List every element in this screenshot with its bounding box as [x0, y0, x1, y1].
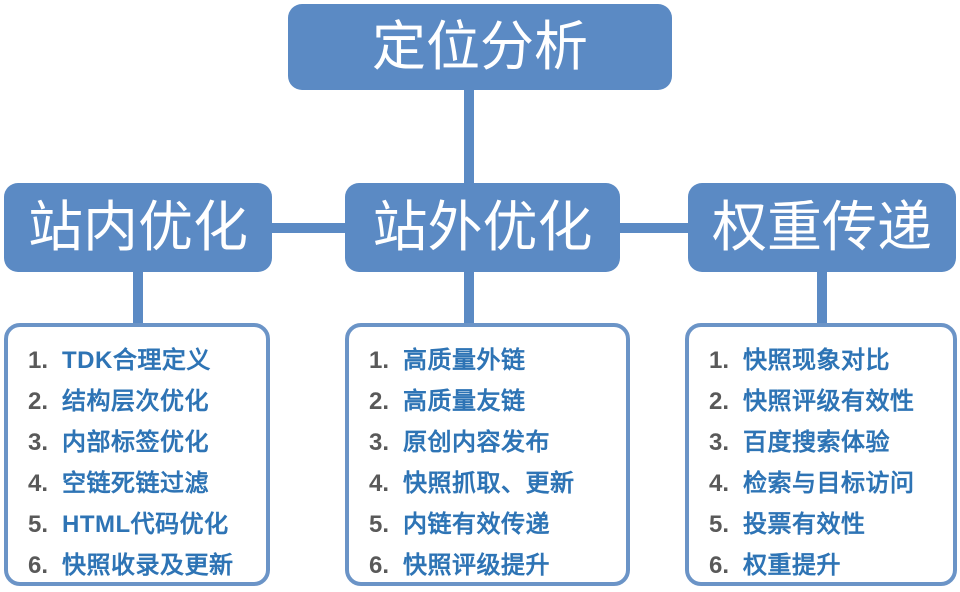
onsite-optimization-list: 1. TDK合理定义 2. 结构层次优化 3. 内部标签优化 4. 空链死链过滤…: [4, 323, 270, 586]
weight-transfer-list: 1. 快照现象对比 2. 快照评级有效性 3. 百度搜索体验 4. 检索与目标访…: [685, 323, 957, 586]
list-item: 2. 高质量友链: [369, 381, 622, 422]
item-text: 原创内容发布: [403, 429, 550, 456]
list-item: 6. 快照收录及更新: [28, 545, 262, 586]
item-text: 内部标签优化: [62, 429, 209, 456]
item-number: 2.: [28, 388, 49, 415]
item-number: 4.: [709, 470, 730, 497]
list-item: 2. 结构层次优化: [28, 381, 262, 422]
list-item: 1. 高质量外链: [369, 340, 622, 381]
list-item: 2. 快照评级有效性: [709, 381, 949, 422]
list-item: 3. 内部标签优化: [28, 422, 262, 463]
item-text: 权重提升: [743, 552, 841, 579]
branch-node-label: 站内优化: [27, 196, 248, 258]
item-text: 快照抓取、更新: [403, 470, 575, 497]
branch-node-onsite-optimization: 站内优化: [4, 183, 272, 272]
item-text: 快照评级提升: [403, 552, 550, 579]
item-number: 2.: [369, 388, 390, 415]
list-item: 3. 原创内容发布: [369, 422, 622, 463]
item-text: 高质量外链: [403, 347, 526, 374]
item-number: 1.: [709, 347, 730, 374]
connector-root-to-offsite: [464, 88, 474, 186]
item-number: 5.: [709, 511, 730, 538]
item-number: 3.: [28, 429, 49, 456]
item-number: 1.: [369, 347, 390, 374]
connector-weight-to-list: [817, 269, 827, 325]
connector-onsite-to-offsite: [268, 223, 348, 233]
item-text: 快照评级有效性: [743, 388, 915, 415]
connector-onsite-to-list: [133, 269, 143, 325]
item-text: 内链有效传递: [403, 511, 550, 538]
item-number: 5.: [28, 511, 49, 538]
offsite-optimization-list: 1. 高质量外链 2. 高质量友链 3. 原创内容发布 4. 快照抓取、更新 5…: [345, 323, 630, 586]
list-item: 1. TDK合理定义: [28, 340, 262, 381]
list-item: 6. 权重提升: [709, 545, 949, 586]
item-text: 结构层次优化: [62, 388, 209, 415]
branch-node-label: 权重传递: [711, 196, 932, 258]
item-number: 3.: [369, 429, 390, 456]
list-item: 4. 快照抓取、更新: [369, 463, 622, 504]
root-node-label: 定位分析: [372, 17, 588, 77]
item-text: 快照收录及更新: [62, 552, 234, 579]
connector-offsite-to-list: [464, 269, 474, 325]
root-node-positioning-analysis: 定位分析: [288, 4, 672, 90]
item-number: 2.: [709, 388, 730, 415]
item-text: 高质量友链: [403, 388, 526, 415]
list-item: 3. 百度搜索体验: [709, 422, 949, 463]
item-text: 快照现象对比: [743, 347, 890, 374]
branch-node-offsite-optimization: 站外优化: [345, 183, 620, 272]
item-number: 6.: [369, 552, 390, 579]
item-text: 百度搜索体验: [743, 429, 890, 456]
list-item: 5. 投票有效性: [709, 504, 949, 545]
list-item: 1. 快照现象对比: [709, 340, 949, 381]
item-number: 4.: [369, 470, 390, 497]
list-item: 6. 快照评级提升: [369, 545, 622, 586]
item-number: 5.: [369, 511, 390, 538]
item-number: 4.: [28, 470, 49, 497]
connector-offsite-to-weight: [617, 223, 691, 233]
item-text: TDK合理定义: [62, 347, 211, 374]
item-number: 3.: [709, 429, 730, 456]
branch-node-label: 站外优化: [372, 196, 593, 258]
item-text: 检索与目标访问: [743, 470, 915, 497]
item-number: 6.: [709, 552, 730, 579]
branch-node-weight-transfer: 权重传递: [688, 183, 956, 272]
item-text: HTML代码优化: [62, 511, 229, 538]
list-item: 4. 检索与目标访问: [709, 463, 949, 504]
item-number: 6.: [28, 552, 49, 579]
list-item: 5. HTML代码优化: [28, 504, 262, 545]
list-item: 4. 空链死链过滤: [28, 463, 262, 504]
item-number: 1.: [28, 347, 49, 374]
list-item: 5. 内链有效传递: [369, 504, 622, 545]
item-text: 空链死链过滤: [62, 470, 209, 497]
item-text: 投票有效性: [743, 511, 866, 538]
